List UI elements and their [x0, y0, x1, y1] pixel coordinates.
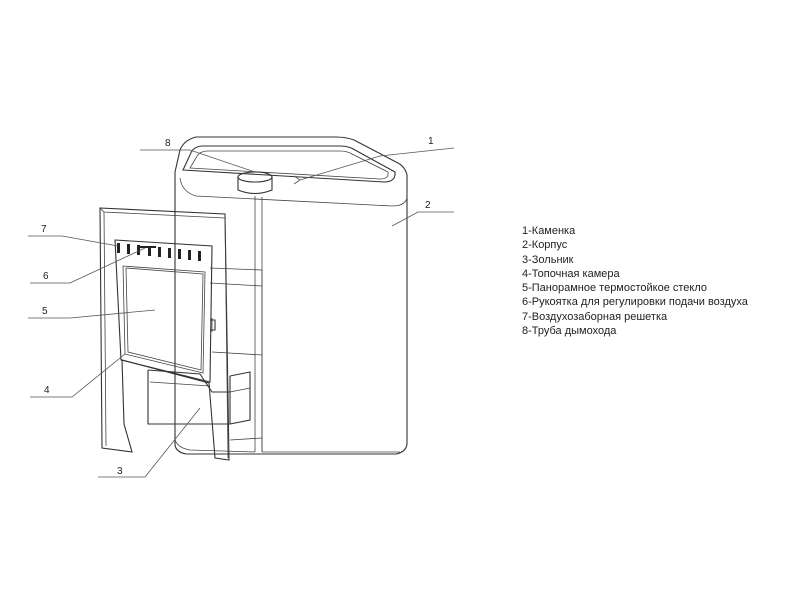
- callout-6: 6: [43, 271, 49, 282]
- callout-5: 5: [42, 306, 48, 317]
- legend-list: 1-Каменка 2-Корпус 3-Зольник 4-Топочная …: [522, 224, 792, 338]
- legend-item: 8-Труба дымохода: [522, 325, 617, 338]
- callout-2: 2: [425, 200, 431, 211]
- legend-item: 6-Рукоятка для регулировки подачи воздух…: [522, 296, 748, 309]
- callout-8: 8: [165, 138, 171, 149]
- callout-7: 7: [41, 224, 47, 235]
- firebox-chamber: [147, 267, 263, 452]
- legend-item: 4-Топочная камера: [522, 267, 620, 280]
- legend-item: 3-Зольник: [522, 253, 574, 266]
- callout-1: 1: [428, 136, 434, 147]
- callout-3: 3: [117, 466, 123, 477]
- legend-item: 1-Каменка: [522, 225, 576, 237]
- callout-labels: 1 2 3 4 5 6 7 8: [41, 136, 434, 477]
- stove-body: [174, 136, 408, 455]
- callout-4: 4: [44, 385, 50, 396]
- legend-item: 2-Корпус: [522, 239, 568, 252]
- leader-lines: [28, 147, 455, 478]
- legend-item: 7-Воздухозаборная решетка: [522, 310, 668, 323]
- door-frame: [99, 207, 230, 461]
- legend-item: 5-Панорамное термостойкое стекло: [522, 282, 708, 295]
- air-intake-grille: [117, 243, 201, 261]
